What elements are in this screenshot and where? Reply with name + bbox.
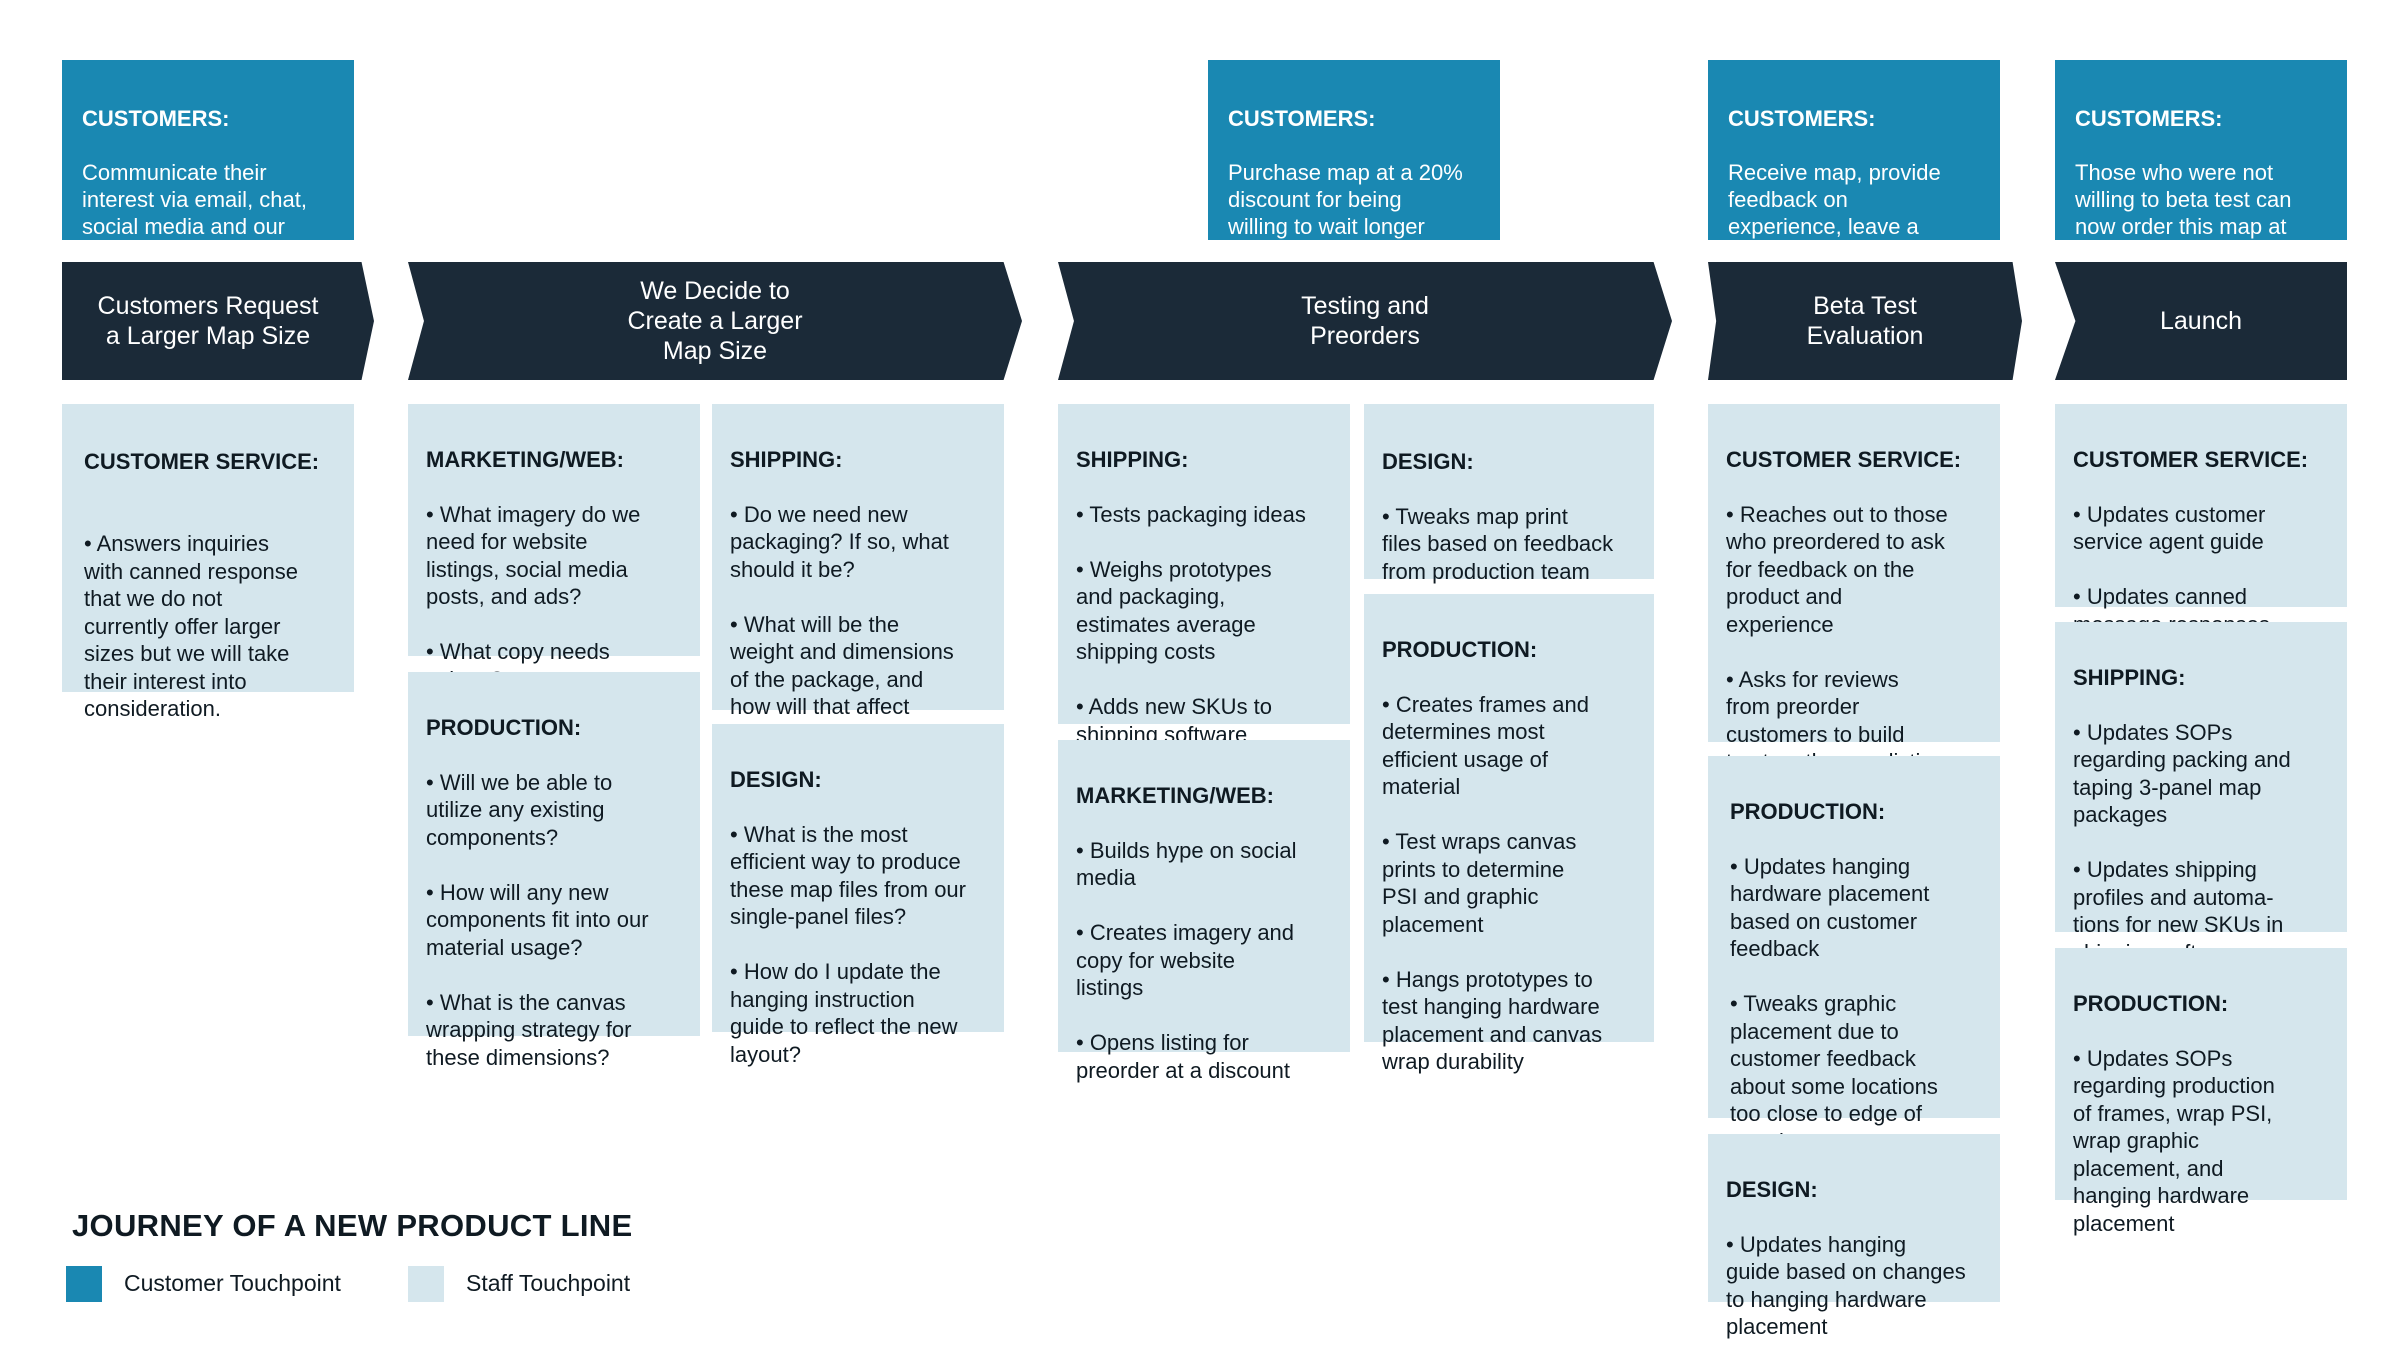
staff-box-heading: CUSTOMER SERVICE: [84, 448, 320, 474]
staff-touchpoint-box: CUSTOMER SERVICE: • Updates customer ser… [2055, 404, 2347, 637]
staff-box-heading: CUSTOMER SERVICE: [1726, 446, 1962, 472]
staff-box-text: • Tests packaging ideas • Weighs prototy… [1076, 501, 1306, 747]
staff-touchpoint-box: CUSTOMER SERVICE: • Answers inquiries wi… [62, 404, 354, 721]
staff-box-text: • Creates frames and determines most eff… [1382, 691, 1603, 1075]
staff-touchpoint-box: MARKETING/WEB: • Builds hype on social m… [1058, 740, 1350, 1083]
staff-box-heading: DESIGN: [1382, 448, 1474, 474]
staff-box-text: • Updates hanging guide based on changes… [1726, 1231, 1966, 1340]
customer-box-heading: CUSTOMERS: [1228, 106, 1376, 131]
staff-touchpoint-box: DESIGN: • Updates hanging guide based on… [1708, 1134, 2000, 1339]
staff-box-heading: CUSTOMER SERVICE: [2073, 446, 2309, 472]
diagram-title: JOURNEY OF A NEW PRODUCT LINE [72, 1208, 633, 1243]
customer-box-text: Purchase map at a 20% discount for being… [1228, 160, 1463, 266]
staff-box-heading: SHIPPING: [2073, 664, 2186, 690]
legend-customer-swatch [66, 1266, 102, 1302]
staff-box-text: • Updates SOPs regarding packing and tap… [2073, 719, 2291, 965]
customer-touchpoint-box: CUSTOMERS: Those who were not willing to… [2055, 60, 2347, 266]
staff-touchpoint-box: PRODUCTION: • Will we be able to utilize… [408, 672, 700, 1070]
staff-touchpoint-box: CUSTOMER SERVICE: • Reaches out to those… [1708, 404, 2000, 774]
staff-box-heading: DESIGN: [1726, 1176, 1818, 1202]
stage-arrow-request: Customers Request a Larger Map Size [62, 262, 374, 380]
staff-touchpoint-box: SHIPPING: • Updates SOPs regarding packi… [2055, 622, 2347, 965]
staff-box-heading: MARKETING/WEB: [426, 446, 624, 472]
staff-box-heading: PRODUCTION: [1730, 798, 1886, 824]
staff-box-heading: SHIPPING: [730, 446, 843, 472]
staff-box-text: • Will we be able to utilize any existin… [426, 769, 649, 1070]
staff-box-text: • Tweaks map print files based on feedba… [1382, 503, 1614, 584]
customer-box-heading: CUSTOMERS: [82, 106, 230, 131]
customer-box-text: Communicate their interest via email, ch… [82, 160, 309, 266]
staff-box-text: • Do we need new packaging? If so, what … [730, 501, 954, 747]
customer-box-heading: CUSTOMERS: [1728, 106, 1876, 131]
staff-touchpoint-box: SHIPPING: • Tests packaging ideas • Weig… [1058, 404, 1350, 747]
stage-arrow-decide: We Decide to Create a Larger Map Size [408, 262, 1022, 380]
staff-box-text: • Updates SOPs regarding production of f… [2073, 1045, 2275, 1236]
staff-touchpoint-box: DESIGN: • What is the most efficient way… [712, 724, 1004, 1067]
customer-touchpoint-box: CUSTOMERS: Receive map, provide feedback… [1708, 60, 2000, 266]
staff-box-text: • Updates customer service agent guide •… [2073, 501, 2270, 637]
staff-touchpoint-box: MARKETING/WEB: • What imagery do we need… [408, 404, 700, 692]
staff-touchpoint-box: PRODUCTION: • Updates SOPs regarding pro… [2055, 948, 2347, 1236]
staff-box-heading: PRODUCTION: [1382, 636, 1538, 662]
staff-box-heading: MARKETING/WEB: [1076, 782, 1274, 808]
staff-box-heading: SHIPPING: [1076, 446, 1189, 472]
customer-box-text: Receive map, provide feedback on experie… [1728, 160, 1941, 266]
staff-box-heading: DESIGN: [730, 766, 822, 792]
staff-touchpoint-box: PRODUCTION: • Updates hanging hardware p… [1708, 756, 2000, 1154]
staff-touchpoint-box: PRODUCTION: • Creates frames and determi… [1364, 594, 1654, 1074]
customer-touchpoint-box: CUSTOMERS: Communicate their interest vi… [62, 60, 354, 266]
customer-touchpoint-box: CUSTOMERS: Purchase map at a 20% discoun… [1208, 60, 1500, 266]
stage-arrow-launch: Launch [2055, 262, 2347, 380]
customer-box-text: Those who were not willing to beta test … [2075, 160, 2292, 266]
staff-touchpoint-box: SHIPPING: • Do we need new packaging? If… [712, 404, 1004, 747]
stage-arrow-beta: Beta Test Evaluation [1708, 262, 2022, 380]
stage-arrow-testing: Testing and Preorders [1058, 262, 1672, 380]
staff-box-text: • Builds hype on social media • Creates … [1076, 837, 1297, 1083]
legend-staff-label: Staff Touchpoint [466, 1270, 631, 1296]
staff-box-text: • What imagery do we need for website li… [426, 501, 641, 692]
staff-touchpoint-box: DESIGN: • Tweaks map print files based o… [1364, 404, 1654, 584]
staff-box-text: • Updates hanging hardware placement bas… [1730, 853, 1938, 1154]
customer-box-heading: CUSTOMERS: [2075, 106, 2223, 131]
legend-staff-swatch [408, 1266, 444, 1302]
staff-box-text: • What is the most efficient way to prod… [730, 821, 966, 1067]
staff-box-heading: PRODUCTION: [2073, 990, 2229, 1016]
staff-box-text: • Reaches out to those who preordered to… [1726, 501, 1948, 775]
staff-box-heading: PRODUCTION: [426, 714, 582, 740]
staff-box-text: • Answers inquiries with canned response… [84, 531, 299, 721]
legend-customer-label: Customer Touchpoint [124, 1270, 341, 1296]
